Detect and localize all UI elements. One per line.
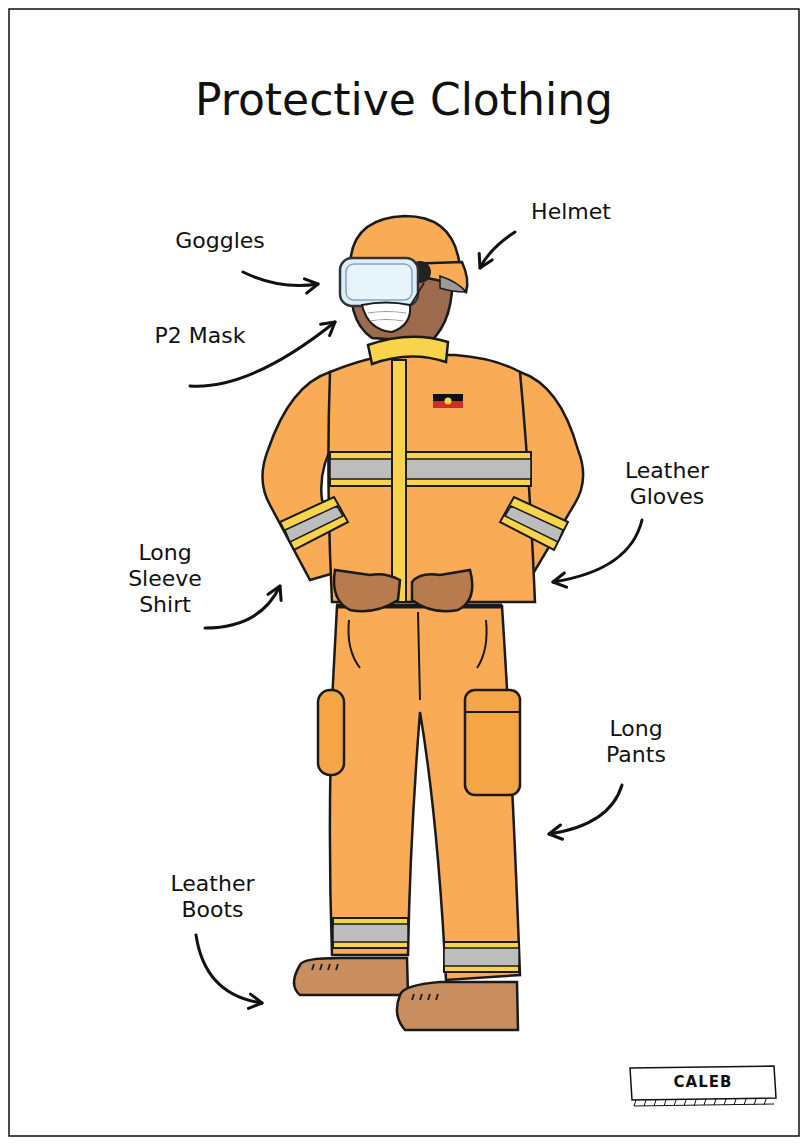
leader-arrow [480,232,515,268]
leader-arrow [205,586,280,628]
pants-seam [418,612,420,700]
pants-pocket [477,620,487,668]
reflective-stripe [333,924,408,942]
diagram-title: Protective Clothing [104,74,704,126]
leader-arrow [196,935,262,1003]
cargo-pocket [465,690,520,795]
page-frame [9,9,799,1136]
leader-arrow [549,785,622,834]
cuff-stripe [285,506,343,542]
leather-glove [334,570,400,611]
part-label: Helmet [511,199,631,225]
part-label: Leather Gloves [612,458,722,510]
part-label: Long Sleeve Shirt [115,540,215,618]
cuff-stripe [280,497,348,550]
collar [368,337,448,364]
boot-laces [312,964,338,970]
part-label: Leather Boots [155,871,270,923]
leader-arrows [190,232,642,1003]
zipper-stripe [392,360,406,602]
reflective-stripe [333,918,408,948]
mask-folds [368,312,406,322]
reflective-stripe [444,948,519,966]
goggles [340,258,418,306]
part-label: P2 Mask [140,323,260,349]
leader-arrow [243,272,318,286]
logo-box [630,1066,776,1100]
p2-mask [362,303,410,333]
cuff-stripe [505,506,563,542]
part-label: Long Pants [586,716,686,768]
boot-laces [412,994,438,1000]
reflective-stripe [330,452,531,486]
part-label: Goggles [160,228,280,254]
logo-text: CALEB [632,1073,774,1091]
mask-strap [410,283,424,306]
pants-pocket [348,620,360,668]
leather-boot [294,958,408,995]
cuff-stripe [500,497,568,550]
goggles-lens [346,264,412,300]
long-pants [330,606,520,980]
cargo-pocket [318,690,344,775]
reflective-stripe [444,942,519,972]
leather-boot [397,982,518,1030]
logo-hatching [634,1099,774,1106]
leather-glove [412,570,472,611]
helmet-brim-shade [440,276,466,292]
leader-arrow [553,520,642,582]
long-sleeve-shirt [328,355,535,602]
flag-badge [445,398,452,405]
reflective-stripe [330,459,531,479]
pocket-flap [465,711,520,713]
